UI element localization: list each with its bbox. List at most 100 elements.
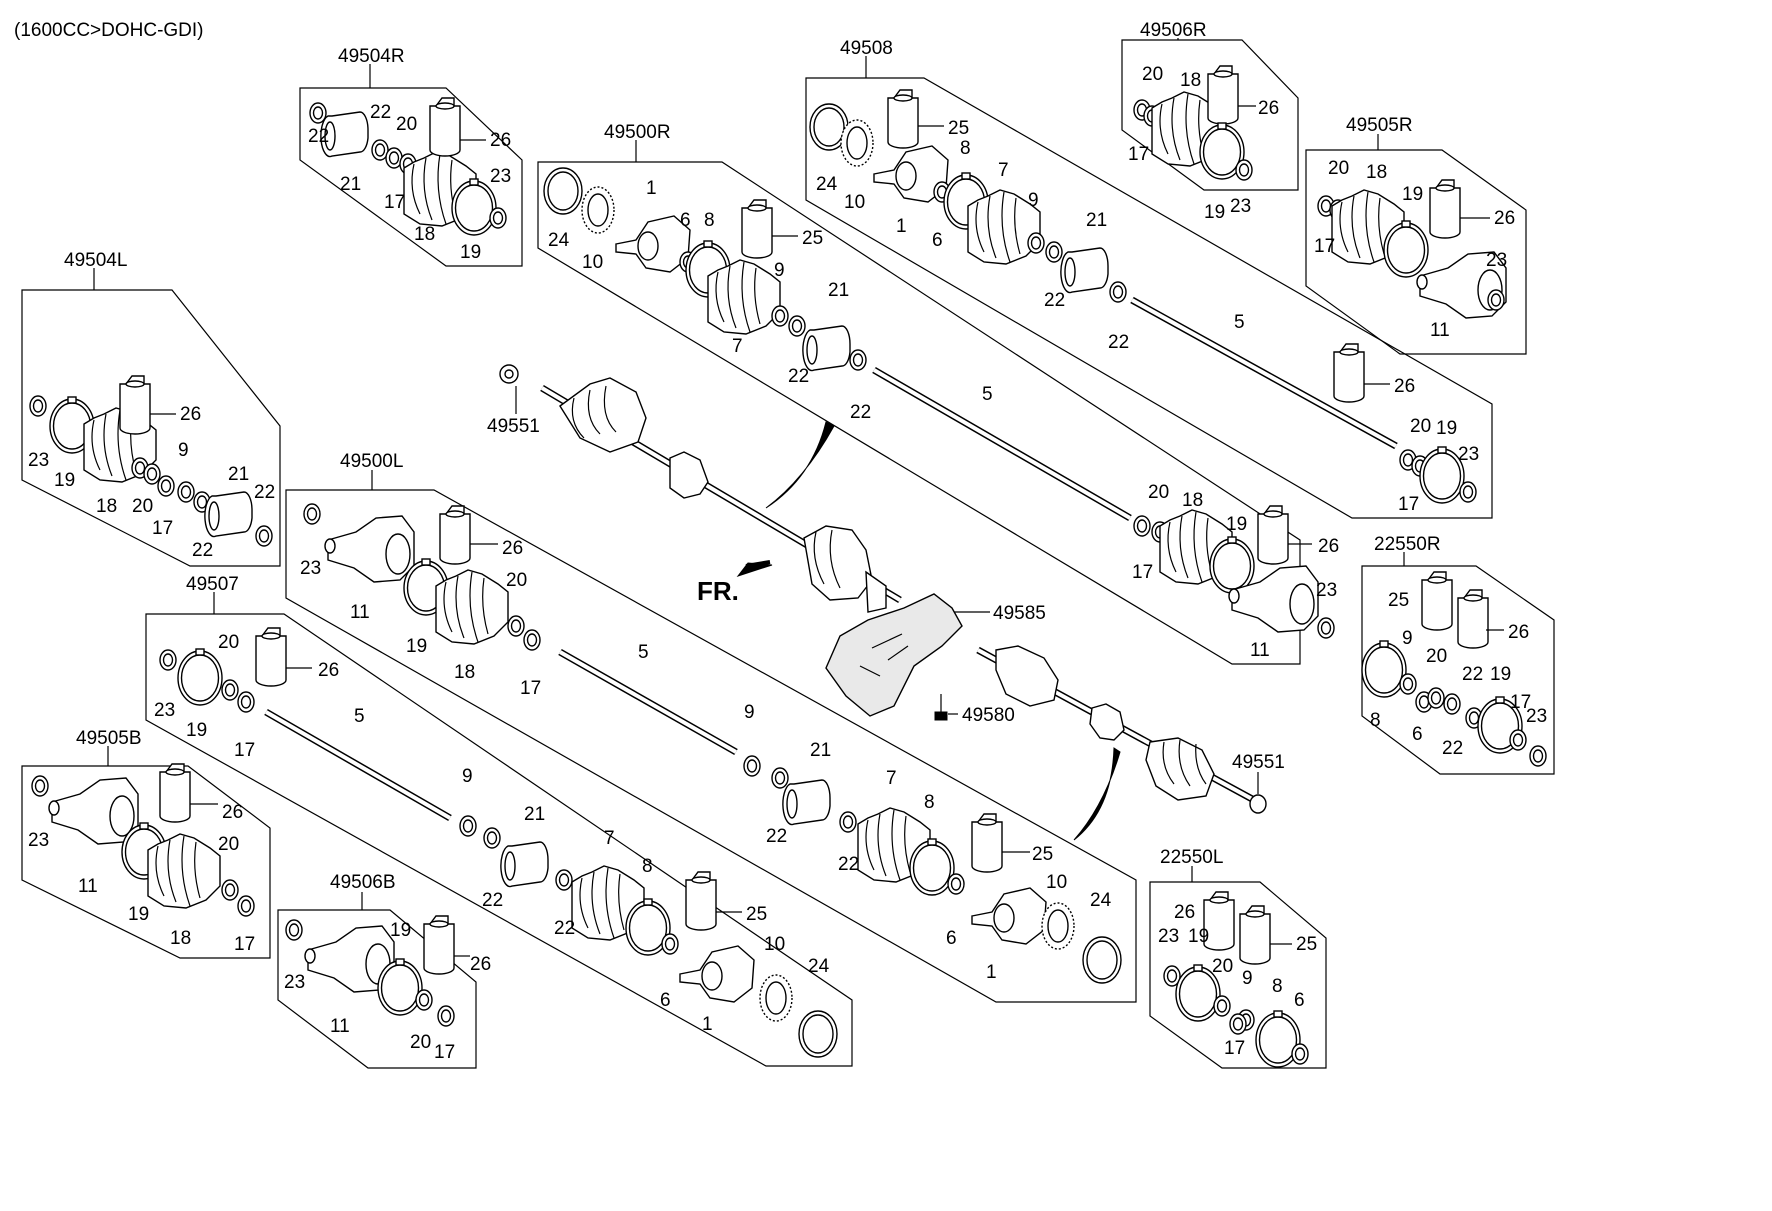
kit-49505R-frame <box>1305 149 1527 355</box>
kit-49500L-part-15: 25 <box>1032 844 1053 865</box>
kit-49507-part-6: 5 <box>354 706 365 727</box>
kit-49504R-part-6: 18 <box>414 224 435 245</box>
kit-22550R-part-6: 6 <box>1412 724 1423 745</box>
kit-49500L-part-11: 22 <box>766 826 787 847</box>
kit-49507-frame <box>145 613 853 1067</box>
kit-49500R-part-1: 24 <box>548 230 570 251</box>
kit-49504R: 49504R 22 21 22 20 17 18 19 23 26 <box>299 46 523 267</box>
kit-49507-part-7: 9 <box>462 766 473 787</box>
kit-49507-part-9: 21 <box>524 804 545 825</box>
kit-22550L-part-9: 17 <box>1224 1038 1245 1059</box>
kit-22550R-title: 22550R <box>1374 534 1441 555</box>
kit-49508-part-12: 5 <box>1234 312 1245 333</box>
kit-49504L-part-9: 17 <box>152 518 173 539</box>
kit-49508-part-16: 17 <box>1398 494 1419 515</box>
kit-49505R-title: 49505R <box>1346 115 1413 136</box>
kit-49508-part-2: 10 <box>844 192 865 213</box>
kit-49500L-part-9: 9 <box>744 702 755 723</box>
kit-22550R-part-4: 20 <box>1426 646 1447 667</box>
kit-49500L-part-1: 23 <box>300 558 321 579</box>
kit-49504R-part-1: 22 <box>308 126 329 147</box>
kit-49500L-part-7: 17 <box>520 678 541 699</box>
kit-49504L-part-4: 26 <box>180 404 201 425</box>
kit-49508-title: 49508 <box>840 38 893 59</box>
kit-49507-part-1: 23 <box>154 700 175 721</box>
kit-49500L: 49500L 23 11 26 19 18 20 17 5 9 21 22 22 <box>285 451 1137 1003</box>
kit-49506R: 49506R 20 18 26 17 19 23 <box>1121 20 1299 223</box>
kit-22550R: 22550R 25 26 9 20 8 6 22 19 17 22 23 <box>1361 534 1555 775</box>
kit-49504R-title: 49504R <box>338 46 405 67</box>
kit-49505B-part-3: 26 <box>222 802 243 823</box>
kit-49504L-frame <box>21 289 281 567</box>
kit-49508-part-6: 8 <box>960 138 971 159</box>
kit-49506R-part-6: 23 <box>1230 196 1251 217</box>
kit-22550L-part-7: 8 <box>1272 976 1283 997</box>
kit-49500R-part-9: 22 <box>788 366 809 387</box>
kit-49507-part-15: 10 <box>764 934 785 955</box>
kit-49500L-frame <box>285 489 1137 1003</box>
shaft-part-2: 18 <box>1182 490 1203 511</box>
kit-49506B-part-1: 23 <box>284 972 305 993</box>
kit-49500R-part-8: 9 <box>774 260 785 281</box>
kit-49506R-part-4: 17 <box>1128 144 1149 165</box>
kit-49506B-part-6: 17 <box>434 1042 455 1063</box>
kit-49500L-part-4: 19 <box>406 636 427 657</box>
kit-22550L-part-4: 25 <box>1296 934 1317 955</box>
kit-22550L-part-3: 19 <box>1188 926 1209 947</box>
kit-49504L: 49504L 23 19 18 26 9 20 21 22 17 22 <box>21 250 281 567</box>
kit-49507-part-10: 22 <box>554 918 575 939</box>
kit-49507-part-17: 24 <box>808 956 830 977</box>
kit-49504R-part-9: 26 <box>490 130 511 151</box>
kit-49500L-part-8: 5 <box>638 642 649 663</box>
kit-22550L-part-2: 23 <box>1158 926 1179 947</box>
kit-49506B-title: 49506B <box>330 872 396 893</box>
shaft-part-5: 17 <box>1132 562 1153 583</box>
kit-49505B: 49505B 23 11 26 19 20 18 17 <box>21 728 271 959</box>
kit-22550L-part-8: 6 <box>1294 990 1305 1011</box>
kit-49508-part-8: 9 <box>1028 190 1039 211</box>
kit-49500L-part-5: 18 <box>454 662 475 683</box>
kit-49505R-part-7: 11 <box>1430 320 1450 341</box>
kit-49508-part-11: 22 <box>1108 332 1129 353</box>
kit-49508-part-1: 24 <box>816 174 838 195</box>
kit-49506R-part-1: 20 <box>1142 64 1163 85</box>
kit-22550R-part-7: 22 <box>1462 664 1483 685</box>
kit-49505R-part-3: 19 <box>1402 184 1423 205</box>
kit-49507-part-12: 8 <box>642 856 653 877</box>
kit-49500L-title: 49500L <box>340 451 403 472</box>
kit-49504R-part-3: 22 <box>370 102 391 123</box>
kit-49504L-part-2: 19 <box>54 470 75 491</box>
kit-49507-part-4: 26 <box>318 660 339 681</box>
engine-spec-header: (1600CC>DOHC-GDI) <box>14 20 204 41</box>
kit-49504R-part-5: 17 <box>384 192 405 213</box>
kit-49508-part-14: 20 <box>1410 416 1431 437</box>
driveshaft-assembly: FR. 49551 49585 49580 49551 <box>487 364 1285 841</box>
kit-49500L-part-12: 22 <box>838 854 859 875</box>
kit-49508-part-13: 26 <box>1394 376 1415 397</box>
kit-49507-part-3: 20 <box>218 632 239 653</box>
kit-49505R-part-1: 20 <box>1328 158 1349 179</box>
kit-49500R-part-3: 1 <box>646 178 657 199</box>
kit-49500L-part-18: 1 <box>986 962 997 983</box>
kit-49507-part-16: 1 <box>702 1014 713 1035</box>
kit-49505B-part-4: 19 <box>128 904 149 925</box>
kit-49505R-part-4: 26 <box>1494 208 1515 229</box>
kit-49506R-title: 49506R <box>1140 20 1207 41</box>
kit-49504R-part-2: 21 <box>340 174 361 195</box>
kit-49508-part-15: 19 <box>1436 418 1457 439</box>
kit-22550L: 22550L 26 23 19 25 20 9 8 6 17 <box>1149 847 1327 1069</box>
kit-49508-part-10: 21 <box>1086 210 1107 231</box>
hub-nut-icon-2 <box>1249 794 1267 814</box>
kit-22550R-part-8: 19 <box>1490 664 1511 685</box>
shaft-part-6: 23 <box>1316 580 1337 601</box>
front-label: FR. <box>697 576 739 606</box>
kit-49507-part-13: 25 <box>746 904 767 925</box>
kit-49500R-title: 49500R <box>604 122 671 143</box>
kit-49506B-frame <box>277 909 477 1069</box>
kit-22550R-part-2: 26 <box>1508 622 1529 643</box>
kit-49506B-part-5: 20 <box>410 1032 431 1053</box>
kit-49507-part-2: 19 <box>186 720 207 741</box>
kit-49500R-part-2: 10 <box>582 252 603 273</box>
kit-49500L-part-3: 26 <box>502 538 523 559</box>
